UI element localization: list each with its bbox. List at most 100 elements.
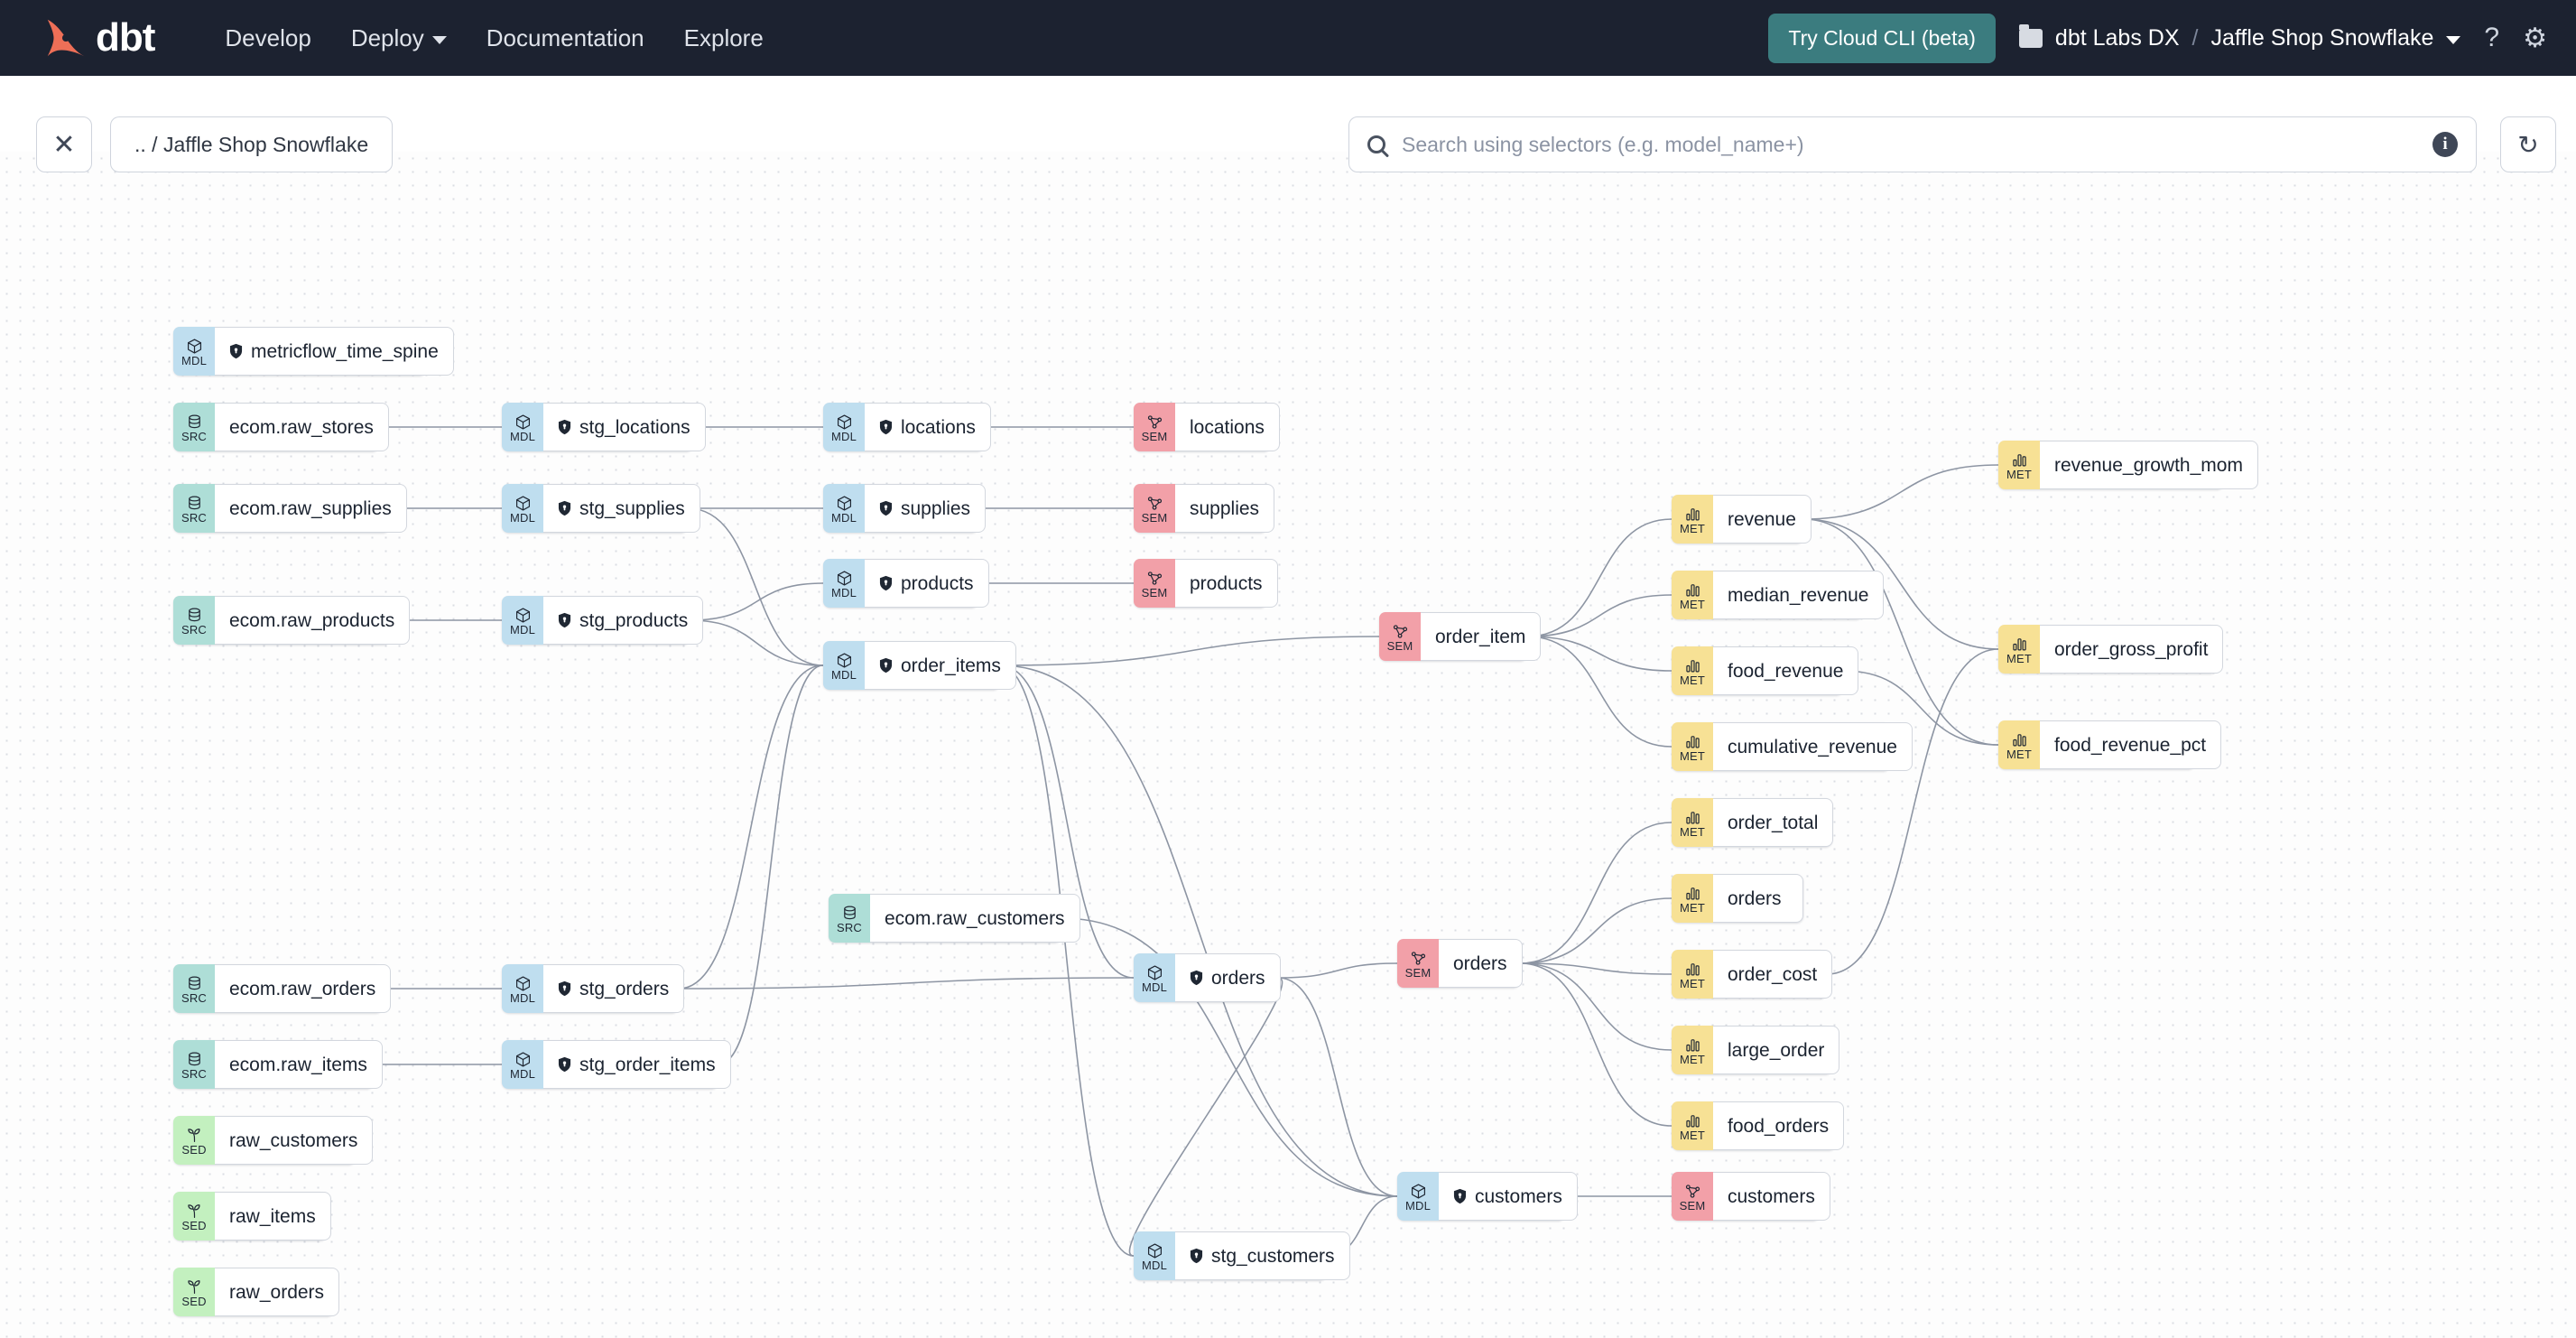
help-icon[interactable]: ? (2484, 23, 2500, 52)
nav-item-explore[interactable]: Explore (664, 15, 783, 61)
node-type-label: MET (1679, 674, 1706, 687)
bar-chart-icon-glyph (1684, 1036, 1701, 1054)
lineage-node-metricflow_time_spine[interactable]: MDL metricflow_time_spine (173, 327, 454, 376)
cube-icon: MDL (173, 327, 215, 376)
lineage-node-met_large_order[interactable]: MET large_order (1672, 1026, 1840, 1074)
database-icon: SRC (829, 894, 870, 943)
node-type-label: MDL (830, 668, 857, 682)
node-body: orders (1439, 939, 1523, 988)
shield-icon (1190, 1248, 1203, 1264)
account-project-breadcrumb[interactable]: dbt Labs DX / Jaffle Shop Snowflake (2018, 23, 2461, 51)
breadcrumb[interactable]: .. / Jaffle Shop Snowflake (110, 116, 394, 172)
node-label: large_order (1728, 1039, 1825, 1061)
account-name: dbt Labs DX (2054, 24, 2180, 51)
refresh-button[interactable]: ↻ (2500, 116, 2556, 172)
node-type-label: MDL (509, 1067, 536, 1081)
search-input[interactable] (1400, 131, 2418, 158)
node-body: metricflow_time_spine (215, 327, 454, 376)
node-label: stg_products (579, 609, 689, 631)
close-button[interactable]: ✕ (36, 116, 92, 172)
node-label: stg_orders (579, 978, 670, 999)
dbt-logo[interactable]: dbt (42, 14, 155, 62)
lineage-edge (1526, 594, 1673, 637)
lineage-node-stg_order_items[interactable]: MDL stg_order_items (502, 1040, 731, 1089)
nav-item-documentation[interactable]: Documentation (467, 15, 664, 61)
lineage-edge (1061, 917, 1398, 1197)
node-label: stg_order_items (579, 1054, 716, 1075)
chevron-down-icon (431, 35, 447, 44)
cube-icon-glyph (836, 413, 853, 431)
bar-chart-icon-glyph (1684, 732, 1701, 750)
node-type-label: MDL (1141, 1259, 1168, 1272)
nav-label: Explore (683, 23, 764, 51)
node-body: stg_supplies (543, 484, 700, 533)
node-type-label: SEM (1679, 1199, 1706, 1213)
database-icon-glyph (841, 904, 858, 922)
bar-chart-icon: MET (1672, 1026, 1713, 1074)
shield-icon (1453, 1188, 1467, 1204)
database-icon-glyph (186, 413, 203, 431)
try-cloud-cli-button[interactable]: Try Cloud CLI (beta) (1768, 13, 1996, 63)
bar-chart-icon: MET (1672, 1101, 1713, 1150)
lineage-node-stg_products[interactable]: MDL stg_products (502, 596, 704, 645)
node-label: locations (1190, 416, 1265, 438)
search-box[interactable]: i (1348, 116, 2477, 172)
lineage-edge (999, 664, 1135, 1257)
node-label: order_gross_profit (2054, 638, 2209, 660)
node-type-label: SRC (181, 991, 208, 1005)
node-body: locations (1175, 403, 1280, 451)
bar-chart-icon-glyph (1684, 505, 1701, 523)
node-body: orders (1175, 953, 1281, 1002)
node-body: stg_locations (543, 403, 706, 451)
breadcrumb-separator: / (2191, 24, 2199, 51)
node-type-label: MDL (181, 354, 208, 367)
info-icon[interactable]: i (2432, 132, 2458, 157)
chevron-down-icon (2446, 35, 2461, 44)
nav-item-deploy[interactable]: Deploy (331, 15, 467, 61)
node-type-label: SRC (181, 1067, 208, 1081)
nav-item-develop[interactable]: Develop (205, 15, 330, 61)
node-type-label: MDL (509, 623, 536, 636)
gear-icon[interactable]: ⚙ (2523, 23, 2547, 53)
node-label: order_item (1435, 626, 1526, 647)
cube-icon-glyph (1146, 963, 1163, 981)
cube-icon-glyph (514, 1050, 532, 1068)
